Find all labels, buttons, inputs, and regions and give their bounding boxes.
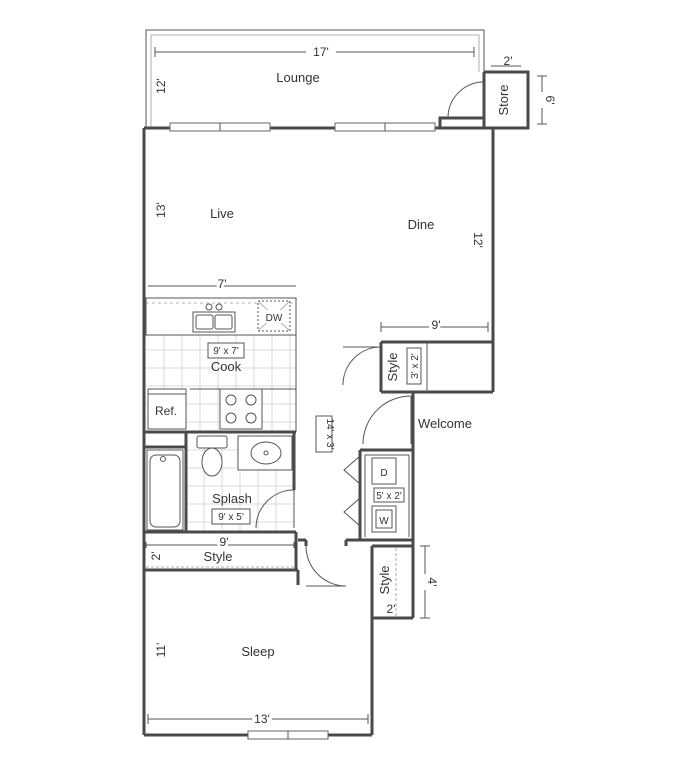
washer-label: W bbox=[379, 516, 389, 527]
refrigerator-label: Ref. bbox=[155, 404, 177, 418]
lounge-depth-label: 12' bbox=[154, 78, 168, 94]
hall-size-label: 14' x 3' bbox=[324, 418, 335, 449]
sleep-depth-label: 11' bbox=[154, 643, 168, 658]
dine-depth-label: 12' bbox=[471, 232, 485, 248]
dryer-icon: D bbox=[371, 457, 397, 485]
kitchen-sink-icon bbox=[192, 303, 236, 333]
splash-size-label: 9' x 5' bbox=[218, 512, 244, 523]
lounge-sliding-door-right bbox=[334, 122, 436, 132]
cook-size-label: 9' x 7' bbox=[213, 346, 239, 357]
sleep-label: Sleep bbox=[241, 644, 274, 659]
bathtub-icon bbox=[146, 449, 184, 531]
style-mid-depth-label: 2' bbox=[149, 552, 163, 561]
style-lower-label: Style bbox=[377, 566, 392, 595]
lounge-width-label: 17' bbox=[313, 45, 329, 59]
bath-sink-icon bbox=[237, 435, 293, 471]
store-depth-label: 6' bbox=[543, 96, 557, 105]
style-mid-label: Style bbox=[204, 549, 233, 564]
style-upper-label: Style bbox=[385, 353, 400, 382]
style-closet-lower: Style 2' 4' bbox=[370, 544, 439, 620]
stove-icon bbox=[219, 388, 263, 430]
style-upper-size-label: 3' x 2' bbox=[410, 353, 421, 379]
dryer-label: D bbox=[380, 468, 387, 479]
dishwasher-icon: DW bbox=[257, 300, 291, 332]
dine-width-label: 9' bbox=[432, 318, 441, 332]
entry-area: Welcome bbox=[362, 395, 472, 445]
splash-label: Splash bbox=[212, 491, 252, 506]
hallway: 14' x 3' bbox=[304, 415, 335, 546]
live-depth-label: 13' bbox=[154, 202, 168, 218]
bedroom-area: Sleep 11' 13' bbox=[142, 538, 374, 740]
dishwasher-label: DW bbox=[266, 313, 283, 324]
cook-label: Cook bbox=[211, 359, 242, 374]
live-label: Live bbox=[210, 206, 234, 221]
style-mid-width-label: 9' bbox=[220, 535, 229, 549]
style-lower-width-label: 2' bbox=[387, 602, 396, 616]
laundry-size-label: 5' x 2' bbox=[376, 491, 402, 502]
lounge-area: 17' 12' Lounge bbox=[145, 29, 485, 128]
bath-area: Splash 9' x 5' bbox=[142, 432, 296, 570]
style-closet-upper: Style 3' x 2' bbox=[342, 340, 493, 394]
store-width-label: 2' bbox=[504, 54, 513, 68]
kitchen-area: DW 9' x 7' Cook Ref. bbox=[144, 297, 297, 449]
lounge-label: Lounge bbox=[276, 70, 319, 85]
sleep-width-label: 13' bbox=[254, 712, 270, 726]
style-lower-depth-label: 4' bbox=[425, 578, 439, 587]
bedroom-window bbox=[247, 730, 329, 740]
style-closet-mid: 9' Style 2' bbox=[144, 532, 306, 572]
store-label: Store bbox=[496, 84, 511, 115]
welcome-label: Welcome bbox=[418, 416, 472, 431]
laundry-closet: D 5' x 2' W bbox=[343, 448, 413, 542]
dine-label: Dine bbox=[408, 217, 435, 232]
refrigerator-icon: Ref. bbox=[147, 388, 187, 430]
cook-width-label: 7' bbox=[218, 277, 227, 291]
live-dine-area: Live Dine 13' 12' 7' 9' bbox=[148, 202, 489, 335]
lounge-sliding-door-left bbox=[169, 122, 271, 132]
toilet-icon bbox=[196, 435, 228, 477]
store-closet: Store 2' 6' bbox=[438, 54, 557, 130]
washer-icon: W bbox=[371, 505, 397, 533]
